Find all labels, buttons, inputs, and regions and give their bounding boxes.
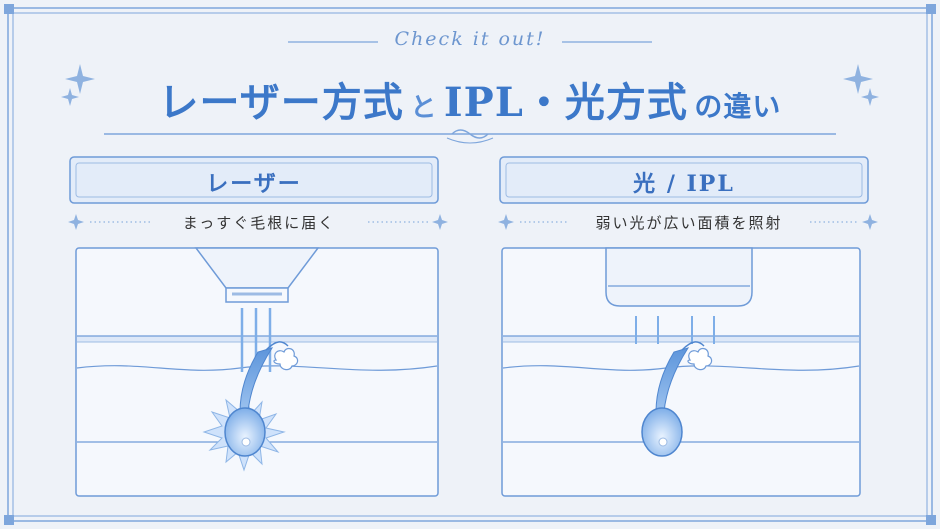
ipl-device: [605, 247, 753, 307]
ipl-illustration: [501, 247, 861, 497]
page-title: レーザー方式 と IPL・光方式 の違い: [0, 70, 940, 128]
laser-illustration: [75, 247, 439, 497]
frame-corner-ornaments: [4, 4, 936, 525]
sparkle-icons: [61, 64, 879, 106]
ipl-caption: 弱い光が広い面積を照射: [595, 214, 783, 232]
title-suffix: の違い: [694, 90, 782, 123]
tagline: Check it out!: [394, 28, 546, 50]
sparkle-icon: [65, 64, 95, 94]
sparkle-icon: [68, 214, 84, 230]
title-ipl-method: IPL・光方式: [443, 79, 688, 126]
hair-bulb: [224, 407, 266, 457]
title-conjunction: と: [410, 93, 438, 123]
sparkle-icon: [61, 88, 79, 106]
title-laser-method: レーザー方式: [158, 79, 404, 126]
label-box-right: [499, 156, 869, 204]
hair-bulb: [641, 407, 683, 457]
sparkle-icon: [843, 64, 873, 94]
ipl-label: 光 / IPL: [633, 171, 735, 197]
sparkle-icon: [862, 214, 878, 230]
puff-icon: [687, 347, 713, 371]
title-underline: [104, 129, 836, 144]
sparkle-icon: [432, 214, 448, 230]
sparkle-icon: [498, 214, 514, 230]
label-box-left: [69, 156, 439, 204]
caption-sparkles: [68, 214, 878, 230]
laser-caption: まっすぐ毛根に届く: [182, 214, 336, 232]
outer-frame: [7, 7, 933, 522]
laser-label: レーザー: [206, 171, 302, 197]
light-beams: [635, 316, 715, 344]
puff-icon: [273, 347, 299, 371]
sparkle-icon: [861, 88, 879, 106]
